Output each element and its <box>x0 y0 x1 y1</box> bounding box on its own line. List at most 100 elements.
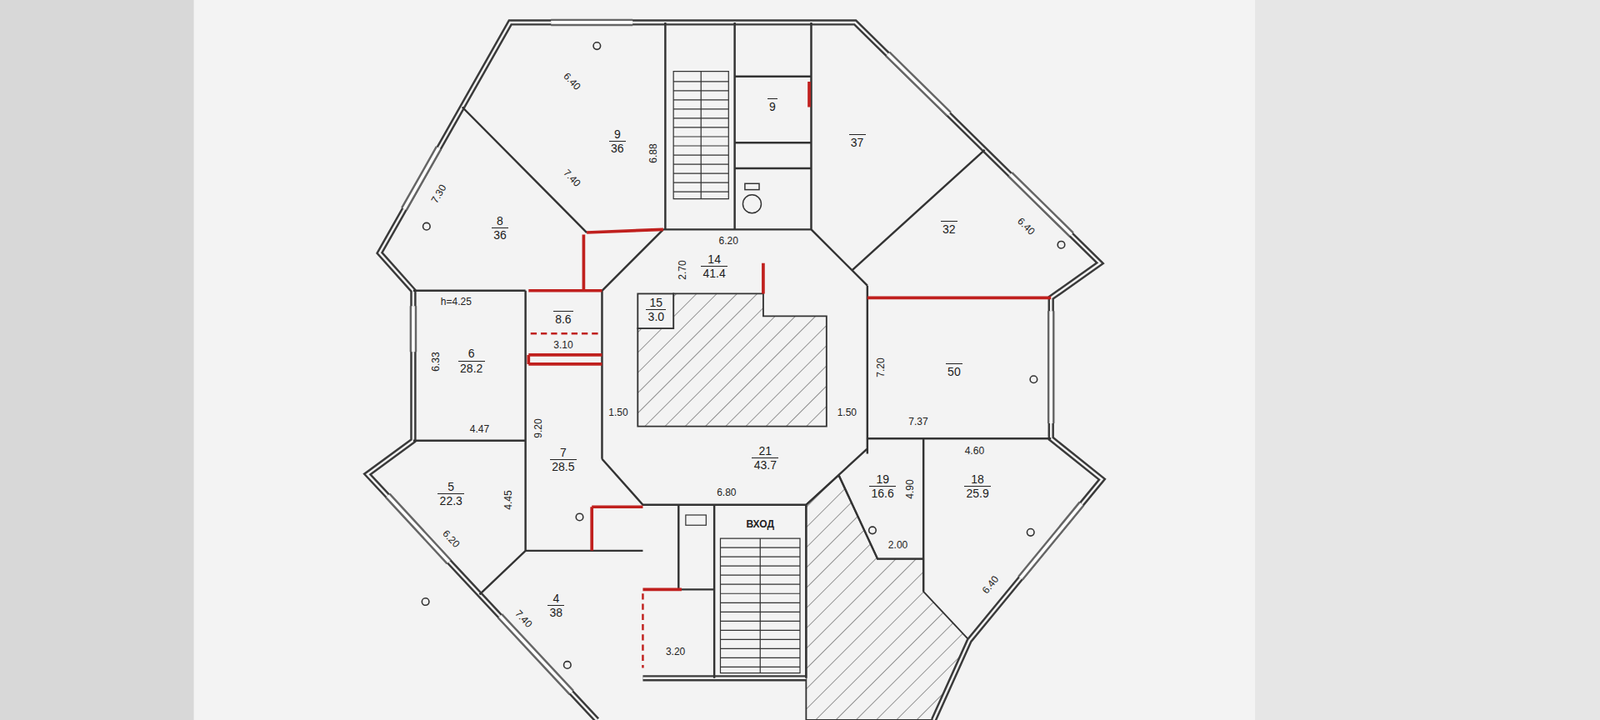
room-area: 38 <box>547 605 565 620</box>
dimension-label: 3.20 <box>665 647 686 659</box>
room-15-box <box>637 293 674 329</box>
dimension-label: 2.70 <box>678 260 690 281</box>
column <box>421 598 430 606</box>
room-area: 37 <box>849 134 866 150</box>
room-label: 1441.4 <box>698 251 730 284</box>
room-label: 32 <box>938 220 960 240</box>
dimension-label: h=4.25 <box>440 297 473 309</box>
room-number: 7 <box>550 445 577 460</box>
background-right <box>1255 0 1600 720</box>
outer-wall-inner <box>367 22 1103 720</box>
column <box>423 222 431 230</box>
bottom-wall <box>642 675 806 681</box>
columns <box>421 42 1065 669</box>
room-number: 9 <box>609 127 626 142</box>
dimension-label: 6.88 <box>648 142 660 164</box>
column <box>564 661 572 670</box>
room-area: 36 <box>491 228 509 242</box>
room-label: 936 <box>606 126 629 159</box>
void-hatch <box>637 293 827 426</box>
room-area: 16.6 <box>869 486 896 500</box>
stair-top <box>673 71 729 200</box>
room-label: 37 <box>846 133 869 153</box>
room-label: 1916.6 <box>866 471 899 504</box>
column <box>1030 375 1038 384</box>
dimension-label: 4.90 <box>905 479 917 500</box>
dimension-label: 4.45 <box>503 489 515 510</box>
dimension-label: 7.40 <box>560 166 583 190</box>
dimension-label: 6.33 <box>430 351 442 373</box>
room-label: 9 <box>765 97 780 117</box>
room-label: 153.0 <box>643 295 669 327</box>
dimension-label: 6.20 <box>718 235 740 247</box>
room-area: 8.6 <box>553 310 574 326</box>
room-area: 3.0 <box>645 310 666 324</box>
room-area: 41.4 <box>700 266 728 280</box>
room-number: 8 <box>491 214 509 229</box>
dimension-label: 7.30 <box>428 181 449 206</box>
dimension-label: 3.10 <box>552 340 574 351</box>
room-number: 18 <box>964 472 991 487</box>
dimension-label: 6.20 <box>440 528 463 552</box>
screen-ground <box>194 0 1255 720</box>
dimension-label: 6.40 <box>980 573 1002 597</box>
dimension-label: 9.20 <box>533 417 545 439</box>
window <box>387 22 1082 693</box>
dimension-label: 4.60 <box>964 446 985 458</box>
dimension-label: 4.47 <box>469 425 490 436</box>
column <box>1026 529 1035 537</box>
toilet-symbol <box>742 195 761 214</box>
dimension-label: 7.40 <box>512 607 535 631</box>
room-area: 28.5 <box>550 460 577 474</box>
dimension-label: 1.50 <box>836 407 858 419</box>
room-label: 836 <box>489 213 511 245</box>
terrace-hatch <box>805 475 970 720</box>
room-label: 522.3 <box>435 479 467 511</box>
column <box>593 42 601 50</box>
room-area: 36 <box>609 141 626 155</box>
column <box>869 526 877 535</box>
room-area: 43.7 <box>751 458 779 472</box>
dimension-label: 6.40 <box>1014 215 1037 238</box>
stair-entrance <box>720 538 800 674</box>
room-label: 438 <box>545 590 567 623</box>
room-label: 1825.9 <box>961 471 994 504</box>
dimension-label: 6.80 <box>715 488 737 500</box>
room-number: 5 <box>437 480 465 495</box>
room-label: 2143.7 <box>749 443 781 475</box>
room-area: 25.9 <box>964 486 991 500</box>
room-area: 22.3 <box>437 494 465 508</box>
room-number: 15 <box>645 295 666 310</box>
dimension-label: 2.00 <box>887 540 909 551</box>
dimension-label: 1.50 <box>607 407 629 419</box>
room-area: 9 <box>767 98 778 114</box>
toilet-tank <box>745 183 760 190</box>
room-number: 4 <box>547 591 565 606</box>
room-number: 14 <box>700 252 728 267</box>
dimension-label: 7.37 <box>907 416 929 428</box>
room-number: 19 <box>869 472 896 487</box>
room-label: 728.5 <box>547 445 580 477</box>
room-label: 628.2 <box>455 345 488 378</box>
room-label: 50 <box>943 362 965 382</box>
entrance-label: ВХОД <box>745 520 775 531</box>
interior-wall <box>413 22 1051 679</box>
bottom-wall-inner <box>642 677 806 680</box>
room-number: 6 <box>458 346 485 361</box>
room-area: 50 <box>945 363 963 379</box>
room-area: 28.2 <box>458 361 485 375</box>
window-glass <box>387 22 1082 693</box>
dimension-label: 7.20 <box>875 356 887 378</box>
background-left <box>0 0 195 720</box>
new-partition <box>528 81 1051 590</box>
room-number: 21 <box>751 444 779 459</box>
dashed-partition <box>530 333 644 668</box>
sink-symbol <box>685 515 706 525</box>
dimension-label: 6.40 <box>560 70 583 93</box>
room-label: 8.6 <box>550 310 576 330</box>
room-area: 32 <box>940 220 958 236</box>
column <box>1057 240 1065 249</box>
column <box>575 513 584 521</box>
